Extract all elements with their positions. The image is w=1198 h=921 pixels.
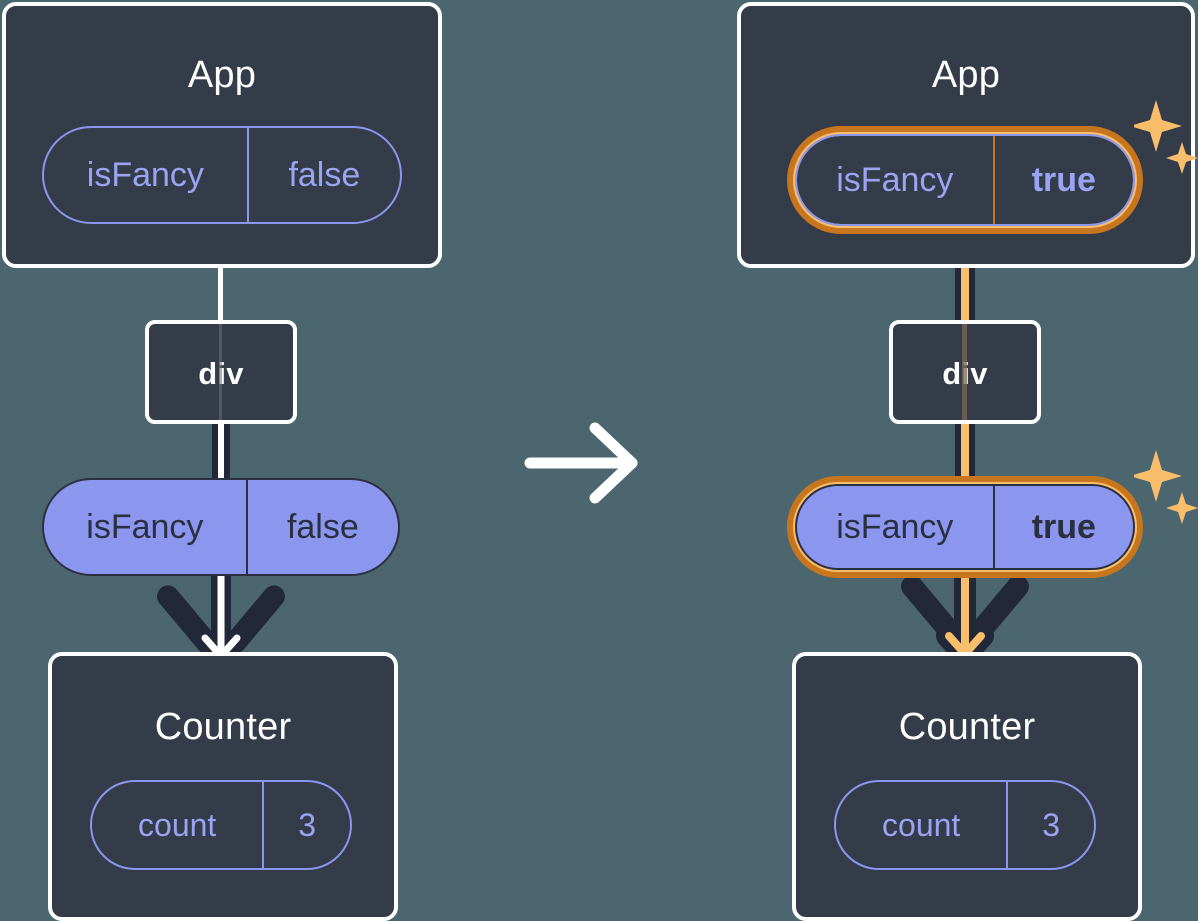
props-value: false	[245, 480, 398, 574]
connector-app-to-div-after	[961, 222, 969, 324]
app-state-key-after: isFancy	[836, 160, 954, 199]
counter-state-key: count	[138, 806, 217, 843]
counter-state-value-after: 3	[1006, 782, 1094, 868]
props-pill[interactable]: isFancy false	[42, 478, 400, 576]
props-value-after: true	[992, 486, 1133, 568]
app-title: App	[187, 54, 257, 96]
app-title-after: App	[931, 54, 1001, 96]
counter-state-key-after: count	[882, 806, 961, 843]
app-state-value: false	[246, 128, 400, 222]
counter-state-value: 3	[262, 782, 350, 868]
counter-state-pill-after[interactable]: count 3	[834, 780, 1096, 870]
app-state-pill[interactable]: isFancy false	[42, 126, 402, 224]
sparkle-icon	[1166, 492, 1198, 524]
transition-arrow-icon	[524, 422, 638, 504]
connector-through-div-after	[962, 324, 967, 420]
connector-div-to-props-after	[961, 418, 969, 482]
props-key-after: isFancy	[836, 507, 954, 546]
sparkle-icon	[1134, 100, 1182, 152]
props-sparkles	[1134, 450, 1198, 524]
sparkle-icon	[1166, 142, 1198, 174]
connector-div-to-props	[218, 418, 224, 482]
props-key: isFancy	[86, 507, 204, 546]
counter-title-after: Counter	[898, 706, 1036, 748]
app-state-pill-after[interactable]: isFancy true	[795, 134, 1135, 226]
props-pill-after[interactable]: isFancy true	[795, 484, 1135, 570]
connector-app-to-div	[218, 262, 223, 324]
app-state-sparkles	[1134, 100, 1198, 174]
counter-title: Counter	[154, 706, 292, 748]
counter-state-pill[interactable]: count 3	[90, 780, 352, 870]
app-state-value-after: true	[992, 136, 1133, 224]
app-state-key: isFancy	[86, 155, 204, 194]
sparkle-icon	[1134, 450, 1182, 502]
connector-through-div	[219, 324, 222, 420]
